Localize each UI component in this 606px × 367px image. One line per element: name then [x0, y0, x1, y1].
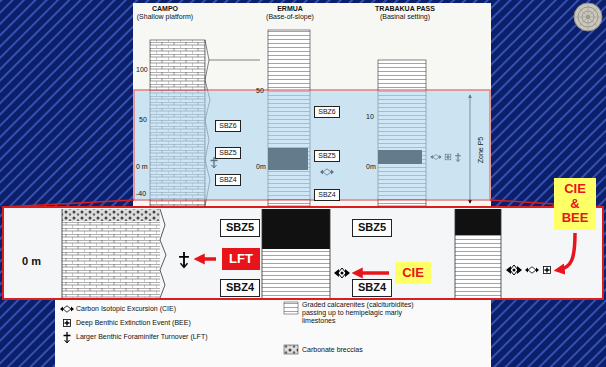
callout-box: CIE & BEE	[554, 178, 597, 231]
campo-zoom-column	[62, 209, 189, 298]
node-text: SBZ4	[358, 281, 386, 294]
scale-number: 10	[366, 113, 374, 120]
scale-number: 50	[256, 87, 264, 94]
zone-box: SBZ4	[220, 279, 260, 296]
trabakua-zoom-column	[501, 209, 502, 298]
site-name: ERMUA	[277, 5, 303, 12]
zone-box: SBZ6	[314, 106, 340, 118]
callout-arrow	[198, 257, 216, 261]
figure-panel	[55, 298, 491, 367]
ermua-zoom-column	[334, 268, 350, 278]
trabakua-zoom-column	[506, 265, 522, 275]
callout-arrow	[558, 233, 575, 270]
setting-label: (Base-of-slope)	[266, 13, 314, 20]
zoom-strip	[3, 207, 603, 299]
scale-number: 0 m	[22, 256, 41, 267]
scale-number: 100	[136, 66, 148, 73]
zone-box: SBZ5	[352, 219, 392, 236]
campo-zoom-column	[160, 209, 166, 298]
ermua-zoom-column	[262, 209, 330, 298]
legend-symbol	[284, 345, 298, 354]
zone-box: SBZ5	[215, 147, 241, 159]
zoom-strip	[3, 207, 603, 299]
node-text: LFT	[229, 251, 253, 267]
legend-entry: Carbon Isotopic Excursion (CIE)	[76, 305, 176, 313]
node-text: CIE & BEE	[562, 182, 589, 227]
figure-panel	[55, 3, 491, 367]
ermua-zoom-column	[262, 209, 263, 298]
zone-box: SBZ6	[215, 120, 241, 132]
zone-box: SBZ4	[215, 174, 241, 186]
setting-label: (Basinal setting)	[380, 13, 430, 20]
trabakua-zoom-column	[455, 209, 501, 298]
node-text: SBZ6	[219, 122, 237, 130]
trabakua-zoom-column	[525, 267, 539, 273]
scale-number: 0m	[366, 163, 376, 170]
trabakua-zoom-column	[455, 209, 551, 298]
legend-entry: Carbonate breccias	[302, 346, 363, 354]
node-text: SBZ5	[226, 221, 254, 234]
node-text: SBZ4	[318, 191, 336, 199]
legend-symbol	[64, 332, 71, 343]
site-name: CAMPO	[152, 5, 178, 12]
trabakua-zoom-column	[544, 267, 551, 274]
campo-zoom-column	[62, 209, 63, 298]
legend-text: Deep Benthic Extinction Event (BEE)	[76, 319, 191, 326]
callout-box: CIE	[395, 262, 431, 284]
zone-label: Zone P5	[477, 137, 484, 163]
legend-text: Graded calcarenites (calciturbidites) pa…	[302, 301, 414, 324]
node-text: SBZ4	[219, 176, 237, 184]
scale-number: 0m	[256, 163, 266, 170]
scale-number: 0 m	[136, 163, 148, 170]
legend-text: Larger Benthic Foraminifer Turnover (LFT…	[76, 333, 208, 340]
campo-column	[209, 60, 260, 61]
legend-entry: Larger Benthic Foraminifer Turnover (LFT…	[76, 333, 208, 341]
ermua-zoom-column	[330, 209, 331, 298]
legend-symbol	[284, 302, 298, 314]
campo-zoom-column	[179, 252, 189, 267]
highlight-band	[3, 200, 603, 207]
scale-number: -40	[136, 190, 146, 197]
node-text: SBZ5	[318, 152, 336, 160]
legend-symbol	[60, 302, 298, 354]
node-text: CIE	[402, 265, 424, 281]
legend-symbol	[60, 306, 74, 312]
fossil-icon	[574, 3, 602, 31]
fossil-icon	[574, 3, 602, 31]
legend-text: Carbonate breccias	[302, 346, 363, 353]
callout-arrow	[198, 233, 575, 273]
zone-box: SBZ4	[352, 279, 392, 296]
figure-panel	[133, 3, 491, 208]
node-text: SBZ5	[358, 221, 386, 234]
trabakua-zoom-column	[455, 209, 456, 298]
trabakua-zoom-column	[455, 209, 501, 235]
campo-zoom-column	[62, 209, 160, 221]
campo-zoom-column	[62, 209, 160, 298]
site-name: TRABAKUA PASS	[375, 5, 435, 12]
highlight-band	[134, 90, 490, 200]
scale-number: 50	[139, 116, 147, 123]
zone-box: SBZ5	[220, 219, 260, 236]
legend-text: Carbon Isotopic Excursion (CIE)	[76, 305, 176, 312]
legend-entry: Graded calcarenites (calciturbidites) pa…	[302, 301, 414, 325]
legend-entry: Deep Benthic Extinction Event (BEE)	[76, 319, 191, 327]
ermua-zoom-column	[262, 209, 330, 249]
callout-box: LFT	[222, 248, 260, 270]
ermua-zoom-column	[262, 209, 350, 298]
callout-arrow	[356, 271, 389, 275]
setting-label: (Shallow platform)	[137, 13, 193, 20]
highlight-band	[3, 90, 603, 207]
node-text: SBZ4	[226, 281, 254, 294]
node-text: SBZ6	[318, 108, 336, 116]
zone-box: SBZ4	[314, 189, 340, 201]
node-text: SBZ5	[219, 149, 237, 157]
legend-symbol	[64, 320, 71, 327]
zone-box: SBZ5	[314, 150, 340, 162]
fossil-icon	[574, 3, 602, 31]
